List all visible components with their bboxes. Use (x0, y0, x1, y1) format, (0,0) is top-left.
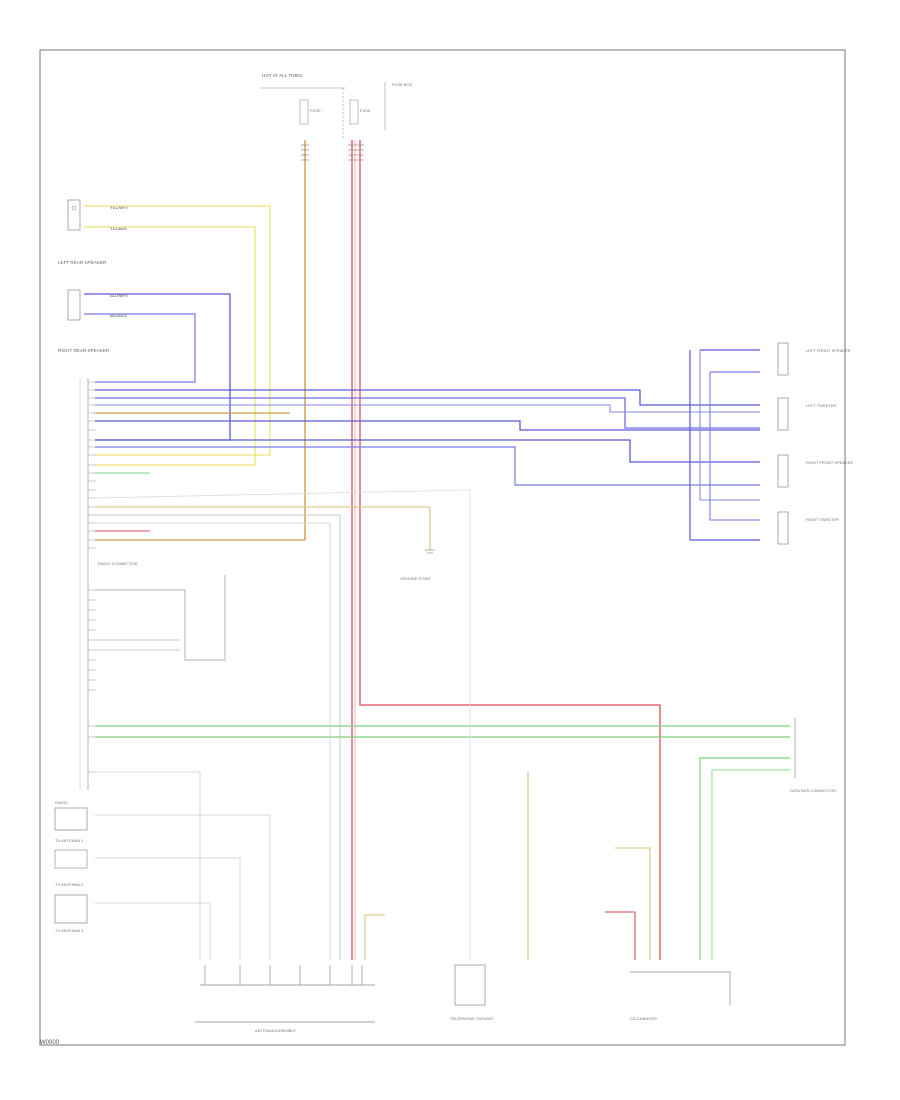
left-rear-speaker-label: LEFT REAR SPEAKER (58, 260, 107, 265)
wire-blue-rf-2 (95, 439, 760, 463)
right-rear-speaker: RIGHT REAR SPEAKER (58, 289, 110, 353)
wire-tan-antenna-ground (364, 914, 385, 960)
wire-blue-right-bus-4 (699, 350, 760, 501)
telephone-ground-label: TELEPHONE GROUND (450, 1016, 493, 1021)
right-front-speaker-label: RIGHT FRONT SPEAKER (806, 460, 853, 465)
wire-label-yel-blk: YEL/BLK (110, 226, 127, 231)
wire-blue-right-bus-2 (689, 350, 760, 541)
tv-antenna-2-label: TV ANTENNA 2 (55, 882, 84, 887)
radio-label: RADIO (55, 800, 68, 805)
wire-blue-rr-2 (84, 313, 196, 383)
ground-point-label: GROUND POINT (400, 576, 432, 581)
tv-antenna-1-label: TV ANTENNA 1 (55, 838, 84, 843)
tv-antenna-3-label: TV ANTENNA 3 (55, 928, 84, 933)
ground-point-symbol: GROUND POINT (400, 549, 435, 581)
right-tweeter: RIGHT TWEETER (777, 511, 839, 545)
wire-yellow-1 (84, 205, 271, 456)
wire-green-cd-2 (711, 769, 790, 960)
data-bus-connector: DATA BUS CONNECTOR (790, 718, 836, 793)
wire-label-blu-wht: BLU/WHT (110, 293, 129, 298)
radio-box: RADIO (54, 800, 88, 831)
wire-blue-lf-2 (95, 397, 760, 429)
wire-red-fuse-b (359, 140, 661, 960)
wire-blue-lf-3 (95, 404, 760, 413)
tv-antenna-3: TV ANTENNA 3 (55, 928, 84, 933)
wire-blue-rf-1 (95, 420, 760, 431)
antenna-assembly-label: ANTENNA ASSEMBLY (255, 1028, 296, 1033)
left-rear-speaker: LEFT REAR SPEAKER (58, 199, 107, 265)
wire-tan-ground (95, 506, 431, 550)
right-front-speaker: RIGHT FRONT SPEAKER (777, 454, 853, 488)
antenna-assembly: ANTENNA ASSEMBLY (195, 965, 375, 1033)
fuse-b-label: FUSE (360, 108, 371, 113)
wire-red-cd (605, 911, 636, 960)
fuse-a-label: FUSE (310, 108, 321, 113)
wire-yellow-2 (84, 226, 256, 466)
diagram-code: W0000 (40, 1040, 60, 1046)
cd-changer: CD CHANGER (630, 971, 731, 1021)
fuse-block: HOT AT ALL TIMES FUSE BOX FUSE FUSE (260, 73, 413, 140)
hot-at-all-times-label: HOT AT ALL TIMES (262, 73, 302, 78)
left-front-speaker-label: LEFT FRONT SPEAKER (806, 348, 851, 353)
left-tweeter-label: LEFT TWEETER (806, 403, 836, 408)
tv-antenna-1: TV ANTENNA 1 (54, 838, 88, 869)
radio-connector: RADIO CONNECTOR (79, 378, 138, 790)
left-front-speaker: LEFT FRONT SPEAKER (777, 342, 851, 376)
tv-antenna-2: TV ANTENNA 2 (54, 882, 88, 924)
data-bus-connector-label: DATA BUS CONNECTOR (790, 788, 836, 793)
radio-connector-label: RADIO CONNECTOR (98, 561, 138, 566)
telephone-ground: TELEPHONE GROUND (450, 964, 493, 1021)
right-tweeter-label: RIGHT TWEETER (806, 517, 839, 522)
fuse-box-label: FUSE BOX (392, 82, 413, 87)
wire-green-cd-1 (699, 757, 790, 960)
wire-label-blu-blk: BLU/BLK (110, 313, 127, 318)
wire-tan-cd (615, 847, 651, 960)
wire-blue-rr-1 (84, 293, 231, 441)
cd-changer-label: CD CHANGER (630, 1016, 657, 1021)
diagram-border (39, 49, 846, 1046)
wire-blue-rf-3 (95, 446, 760, 486)
wire-label-yel-wht: YEL/WHT (110, 205, 129, 210)
left-tweeter: LEFT TWEETER (777, 397, 836, 431)
right-rear-speaker-label: RIGHT REAR SPEAKER (58, 348, 110, 353)
